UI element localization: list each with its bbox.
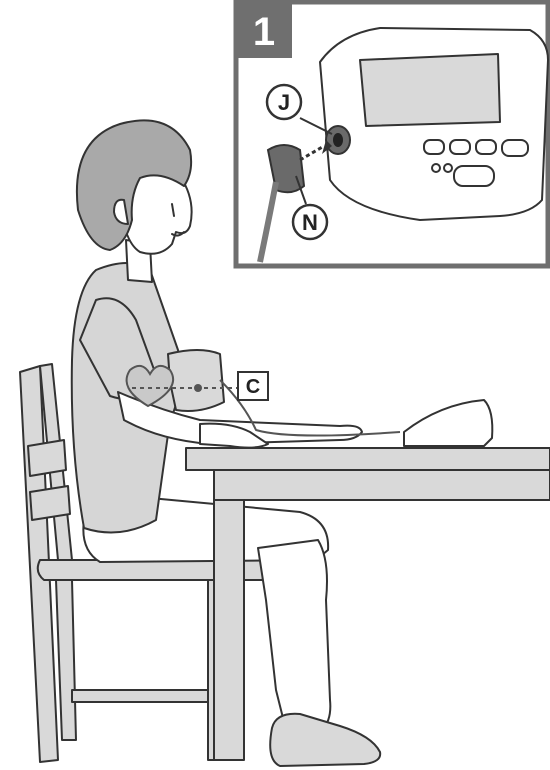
chair-back-slat-1 — [28, 440, 66, 476]
monitor-body-small — [404, 400, 492, 446]
plug-callout-label: N — [302, 210, 318, 235]
monitor-button-1 — [424, 140, 444, 154]
table — [186, 448, 550, 760]
connector-callout-label: J — [278, 90, 290, 115]
monitor-on-table — [404, 400, 492, 446]
heart-level-label: C — [246, 376, 260, 398]
chair-back-slat-2 — [30, 486, 70, 520]
monitor-led-1 — [432, 164, 440, 172]
table-apron — [214, 470, 550, 500]
heart-level-dot — [194, 384, 202, 392]
step-number: 1 — [253, 10, 275, 54]
person-lower-leg — [258, 540, 330, 730]
table-top — [186, 448, 550, 470]
person-slipper — [270, 714, 380, 766]
table-leg — [214, 500, 244, 760]
inset-panel: 1 J N — [236, 2, 548, 266]
chair-rear-leg — [56, 580, 76, 740]
monitor-start-button — [454, 166, 494, 186]
monitor-button-2 — [450, 140, 470, 154]
monitor-led-2 — [444, 164, 452, 172]
arm-cuff — [168, 350, 224, 411]
monitor-button-4 — [502, 140, 528, 156]
chair-stretcher — [72, 690, 208, 702]
monitor-screen — [360, 54, 500, 126]
air-jack-hole — [333, 133, 343, 147]
blood-pressure-monitor — [320, 28, 548, 220]
monitor-button-3 — [476, 140, 496, 154]
